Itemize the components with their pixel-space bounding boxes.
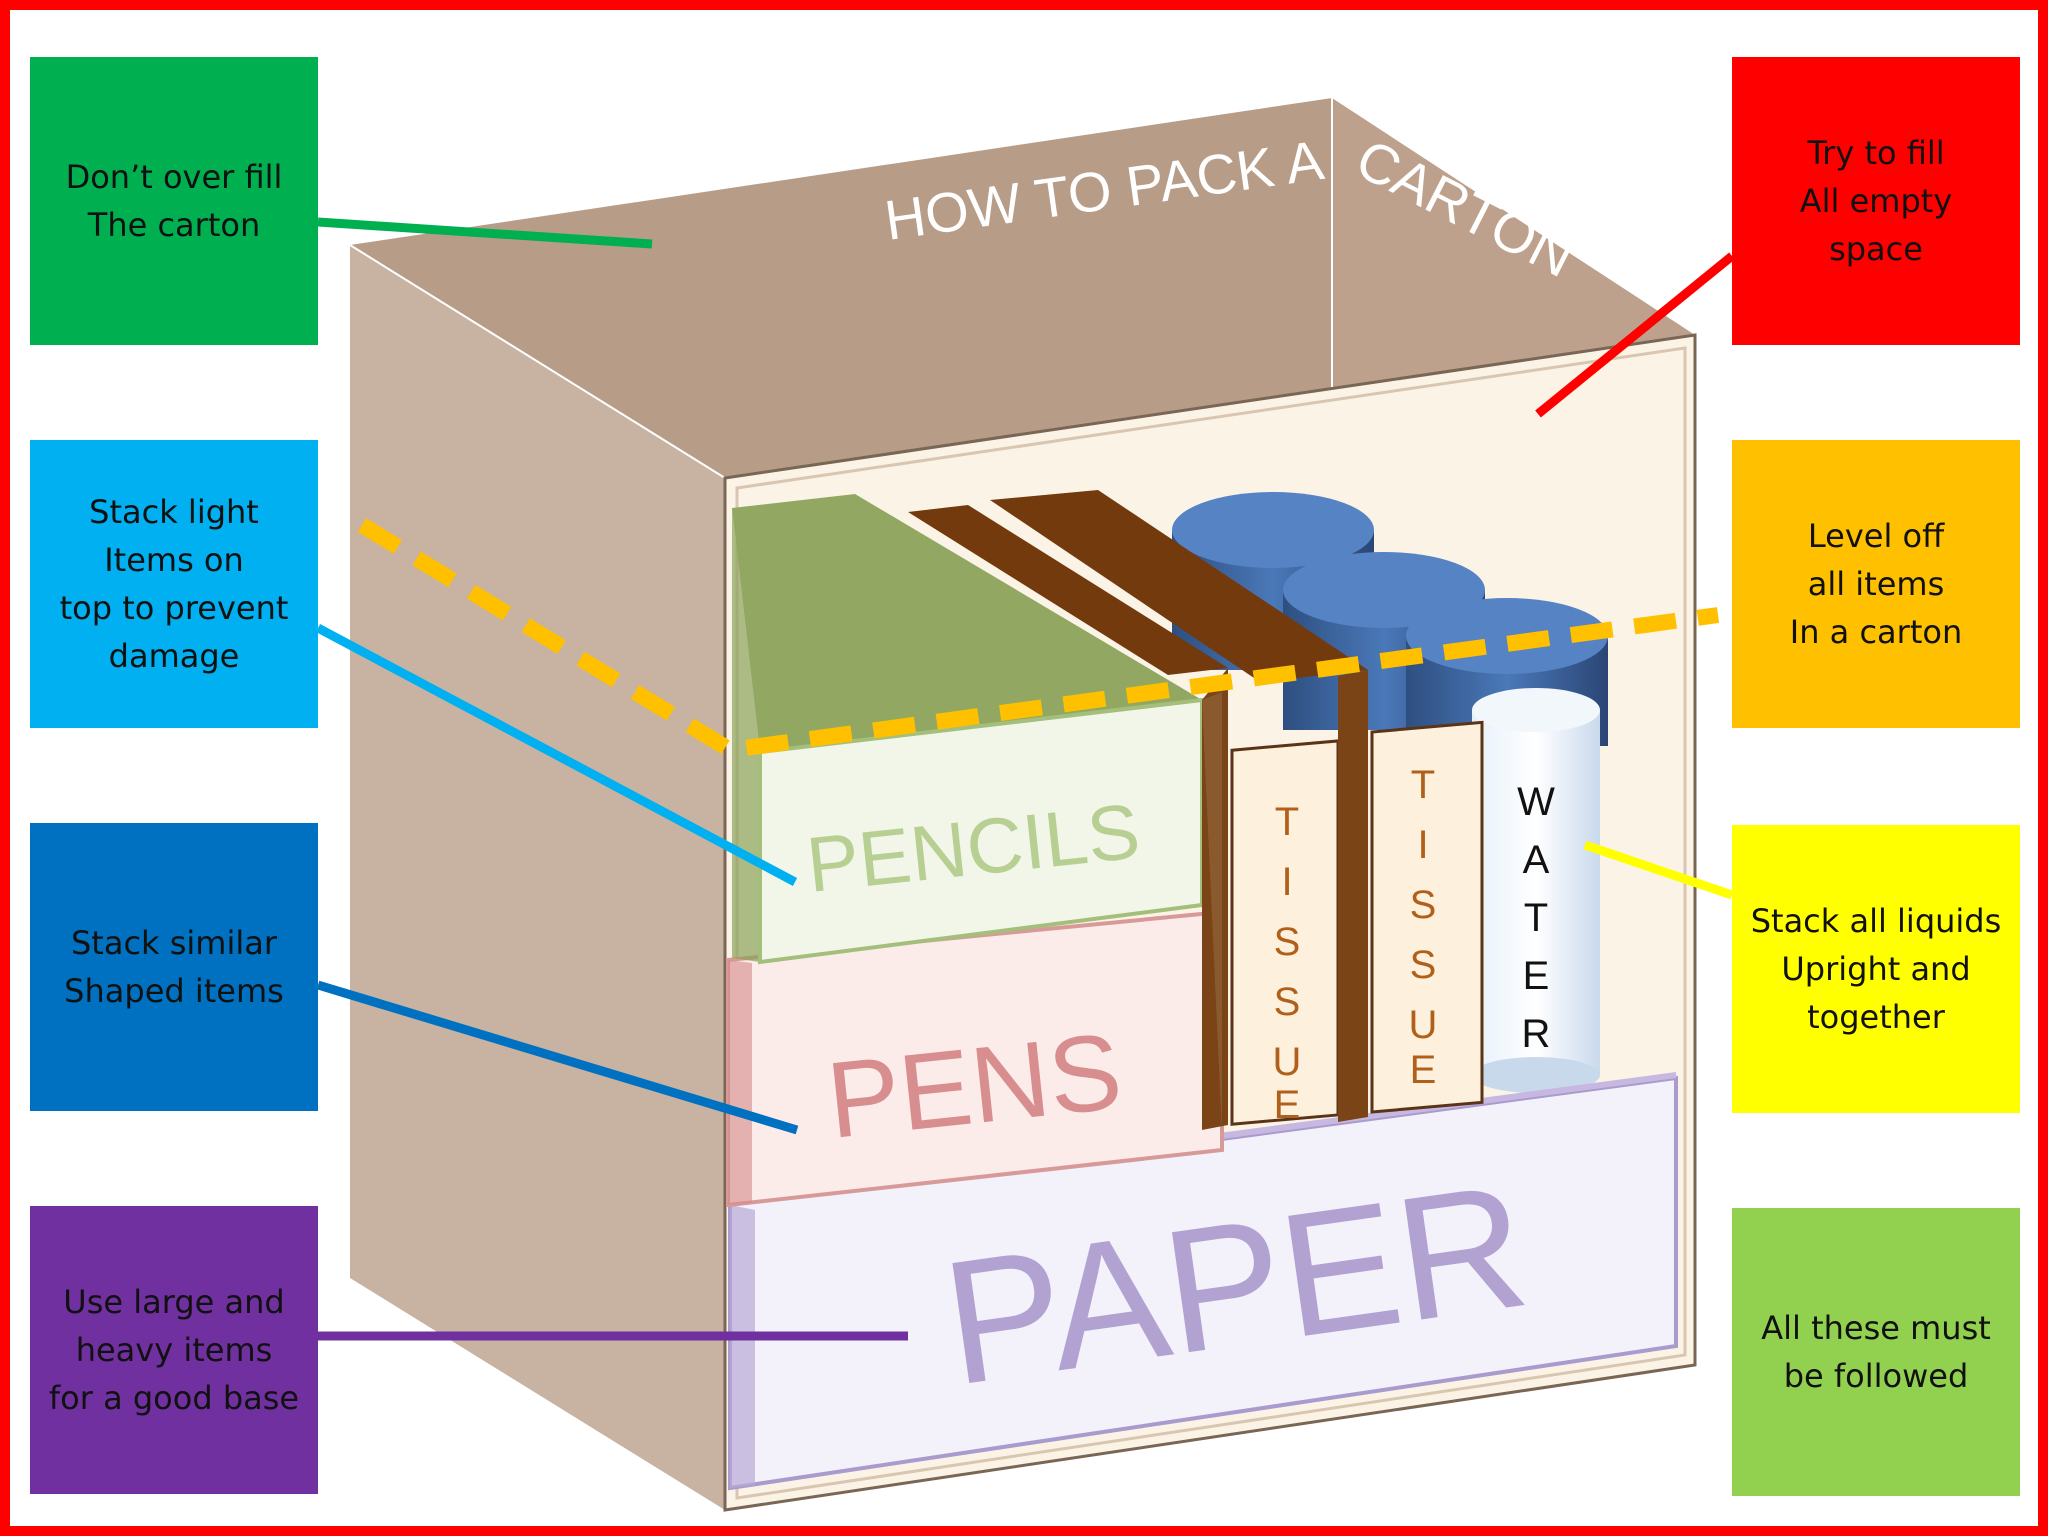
connector-stack-light [315,624,798,886]
callout-dont-overfill-text: Don’t over fill The carton [65,158,283,244]
tissue-letter: E [1410,1048,1437,1092]
callout-stack-liquids: Stack all liquids Upright and together [1732,825,2020,1113]
level-dashed-line [357,518,1720,759]
carton-back-panel [350,98,1332,478]
water-letter: A [1523,838,1550,882]
connector-liquids [1583,840,1734,900]
water-letter: E [1523,954,1550,998]
connector-similar [316,980,799,1135]
tissue-letter: I [1281,860,1292,904]
tissue-letter: S [1410,883,1437,927]
tissue-letter: U [1273,1040,1302,1084]
callout-stack-light-text: Stack light Items on top to prevent dama… [59,493,289,675]
tissue-box-1 [908,505,1340,1132]
carton-left-panel [350,245,725,1510]
callout-must-be-followed-text: All these must be followed [1761,1309,1991,1395]
callout-stack-liquids-text: Stack all liquids Upright and together [1750,902,2002,1036]
pencils-box-top [732,494,1202,752]
carton-right-inner-panel [1332,98,1695,388]
callout-stack-similar-text: Stack similar Shaped items [64,924,284,1010]
callout-level-off: Level off all items In a carton [1732,440,2020,728]
water-label: W A T E R [1517,780,1555,1056]
tissue2-label: T I S S U E [1409,763,1438,1092]
water-letter: W [1517,780,1555,824]
tissue-letter: E [1274,1083,1301,1127]
tissue1-label: T I S S U E [1273,800,1302,1127]
tissue-letter: S [1274,920,1301,964]
callout-dont-overfill: Don’t over fill The carton [30,57,318,345]
tissue-letter: U [1409,1003,1438,1047]
callout-must-be-followed: All these must be followed [1732,1208,2020,1496]
callout-fill-empty-space-text: Try to fill All empty space [1799,134,1953,268]
water-bottle [1472,688,1600,1093]
callout-stack-light: Stack light Items on top to prevent dama… [30,440,318,728]
tissue-box-2 [990,490,1484,1122]
tissue-letter: T [1411,763,1435,807]
callout-heavy-base: Use large and heavy items for a good bas… [30,1206,318,1494]
tissue-letter: I [1417,823,1428,867]
pencils-box [732,494,1204,965]
callout-fill-empty-space: Try to fill All empty space [1732,57,2020,345]
connector-fill-space [1535,252,1735,418]
callout-level-off-text: Level off all items In a carton [1789,517,1963,651]
water-letter: R [1522,1012,1551,1056]
callout-stack-similar: Stack similar Shaped items [30,823,318,1111]
connector-overfill [317,217,653,249]
water-letter: T [1524,896,1548,940]
pens-box [726,909,1224,1208]
tissue-letter: S [1274,980,1301,1024]
tissue-letter: T [1275,800,1299,844]
tissue-letter: S [1410,943,1437,987]
callout-heavy-base-text: Use large and heavy items for a good bas… [48,1283,300,1417]
